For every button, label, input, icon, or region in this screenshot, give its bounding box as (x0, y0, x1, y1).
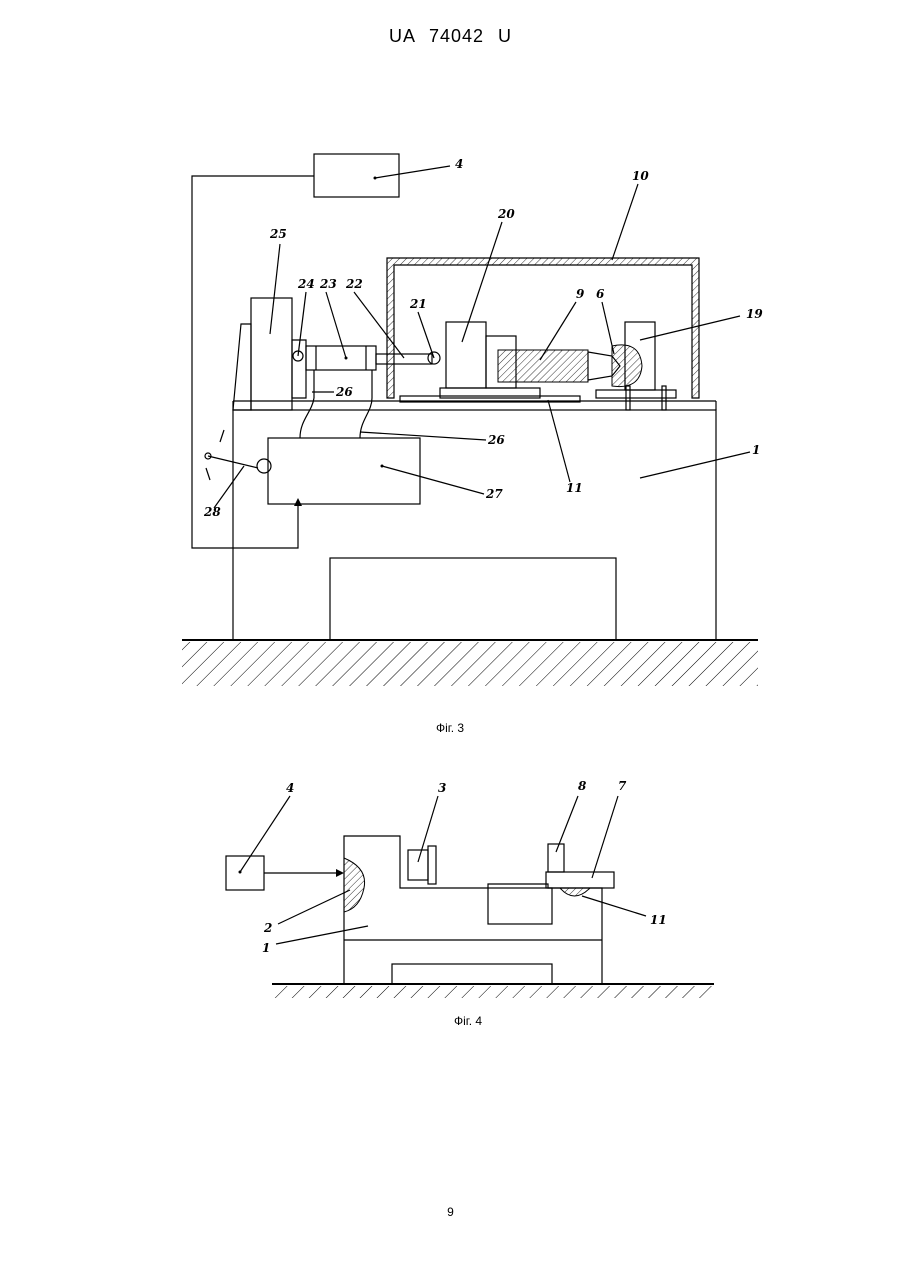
fig4-label-2: 2 (263, 921, 272, 935)
wiring-loop (192, 176, 314, 548)
fig3-label-21: 21 (409, 297, 427, 311)
fig4-label-3: 3 (438, 781, 446, 795)
fig4-label-11: 11 (650, 913, 667, 927)
fig3-label-22: 22 (345, 277, 363, 291)
fig3-label-26-a: 26 (335, 385, 353, 399)
hydraulic-unit-27 (268, 438, 420, 504)
fig4-ground-hatch (272, 986, 714, 998)
fig4-label-4: 4 (286, 781, 294, 795)
fig4-gear-2 (344, 858, 365, 912)
fig3-label-6: 6 (596, 287, 605, 301)
ground-hatch (182, 642, 758, 686)
fig3-label-19: 19 (746, 307, 763, 321)
fig4-label-8: 8 (578, 779, 587, 793)
figure-3-caption: Фіг. 3 (436, 721, 464, 735)
figure-4-caption: Фіг. 4 (454, 1014, 482, 1028)
fig3-label-28: 28 (203, 505, 221, 519)
fig3-label-4: 4 (455, 157, 463, 171)
block-20 (446, 322, 486, 388)
fig4-label-7: 7 (618, 779, 627, 793)
fig4-table-7 (546, 872, 614, 888)
fig3-label-23: 23 (319, 277, 337, 291)
fig3-label-11: 11 (566, 481, 583, 495)
fig3-label-1: 1 (752, 443, 760, 457)
page-number: 9 (0, 1205, 901, 1219)
fig3-label-27: 27 (485, 487, 503, 501)
fig3-label-24: 24 (297, 277, 315, 291)
fig3-label-25: 25 (269, 227, 287, 241)
fig3-label-9: 9 (576, 287, 585, 301)
fig3-label-20: 20 (497, 207, 515, 221)
fig4-tool-8 (548, 844, 564, 872)
fig3-label-10: 10 (632, 169, 649, 183)
stand-25 (251, 298, 292, 410)
fig4-label-1: 1 (262, 941, 270, 955)
fig3-label-26-b: 26 (487, 433, 505, 447)
fig4-machine-body (344, 836, 602, 984)
fig4-spindle-3 (408, 850, 428, 880)
base-recess (330, 558, 616, 640)
rod-22 (376, 354, 432, 364)
base-body (233, 410, 716, 640)
fig4-control-unit-4 (226, 856, 264, 890)
control-unit-4 (314, 154, 399, 197)
